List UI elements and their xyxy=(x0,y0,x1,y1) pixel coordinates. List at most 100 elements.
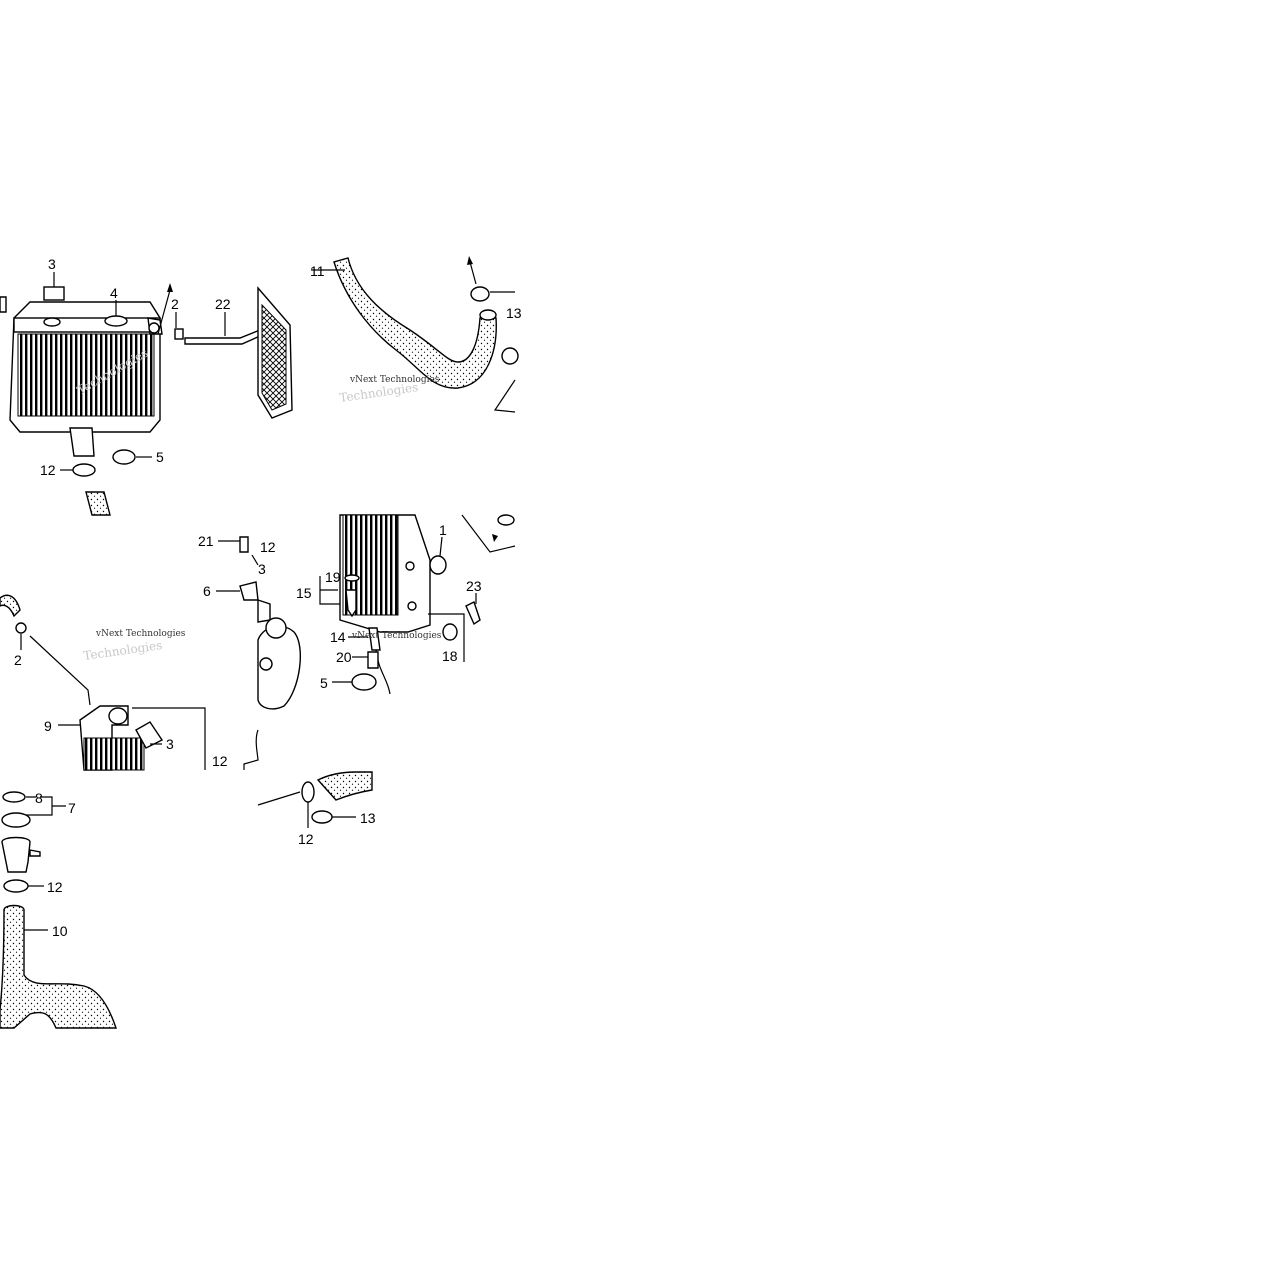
label-10: 10 xyxy=(52,923,68,939)
label-19: 19 xyxy=(325,569,341,585)
bracket-15 xyxy=(319,576,340,605)
outline-line xyxy=(132,707,206,770)
radiator-boss xyxy=(104,315,128,327)
arrow-head xyxy=(167,283,173,292)
pump-inlet xyxy=(265,617,287,639)
label-12: 12 xyxy=(40,462,56,478)
hose-end xyxy=(479,309,497,321)
label-3-center: 3 xyxy=(258,561,266,577)
lower-hose-stub xyxy=(69,427,95,457)
label-2-mid: 2 xyxy=(14,652,22,668)
bracket-right-edge xyxy=(461,514,516,553)
hose-clamp-12-top xyxy=(72,463,96,477)
label-7: 7 xyxy=(68,800,76,816)
label-12-center: 12 xyxy=(260,539,276,555)
oring-8 xyxy=(2,791,26,803)
radiator-top-tank xyxy=(13,317,161,333)
edge-part xyxy=(0,296,7,313)
side-nozzle xyxy=(108,707,128,725)
panel-water-pump: 21 12 3 6 12 xyxy=(198,533,301,770)
arrow-head-3 xyxy=(492,534,498,542)
nozzle-cap xyxy=(148,322,160,334)
arrow-head-2 xyxy=(467,256,473,265)
clip-12-center xyxy=(251,554,259,566)
line-to-clamp xyxy=(257,791,301,806)
panel-filler-cap: 8 7 12 10 xyxy=(0,790,117,1029)
label-12-c: 12 xyxy=(298,831,314,847)
rad-bolt-2 xyxy=(407,601,417,611)
rad-bolt-1 xyxy=(405,561,415,571)
panel-hose-clamps: 12 13 xyxy=(257,771,376,847)
pad-3-top xyxy=(43,286,65,301)
watermark-3: vNext Technologies xyxy=(351,631,442,641)
switch-20 xyxy=(367,651,379,669)
fitting-edge xyxy=(501,347,519,365)
arrow-line-2 xyxy=(469,261,477,285)
panel-sensors: 1 19 15 23 14 20 5 18 xyxy=(296,514,516,695)
label-5: 5 xyxy=(156,449,164,465)
grille-mesh xyxy=(261,303,287,411)
bracket-7 xyxy=(26,796,66,816)
label-13-partial: 13 xyxy=(506,305,522,321)
label-1: 1 xyxy=(439,522,447,538)
label-3-mid: 3 xyxy=(166,736,174,752)
label-12-lower: 12 xyxy=(212,753,228,769)
pump-lower xyxy=(243,729,259,770)
label-13: 13 xyxy=(360,810,376,826)
clip-2-top xyxy=(174,328,184,340)
sensor-15 xyxy=(345,589,357,618)
watermark-1: vNext Technologies xyxy=(349,375,440,385)
pad-3-mid xyxy=(135,721,164,749)
watermark-2: vNext Technologies xyxy=(95,629,186,639)
oring-19 xyxy=(344,574,360,582)
label-9: 9 xyxy=(44,718,52,734)
clamp-12-bottom xyxy=(3,879,29,893)
cap-18 xyxy=(442,623,458,641)
label-18: 18 xyxy=(442,648,458,664)
filler-neck xyxy=(43,317,61,327)
panel-radiator-side: 2 9 3 xyxy=(0,594,206,771)
label-8: 8 xyxy=(35,790,43,806)
label-3: 3 xyxy=(48,256,56,272)
hose-stub-left xyxy=(0,594,21,618)
label-11: 11 xyxy=(310,263,325,279)
label-14: 14 xyxy=(330,629,346,645)
label-12-bottom: 12 xyxy=(47,879,63,895)
grommet-1 xyxy=(429,555,447,575)
label-4: 4 xyxy=(110,285,118,301)
grommet-5-mid xyxy=(351,673,377,691)
clamp-12-center xyxy=(301,781,315,803)
arrow-line xyxy=(157,289,171,335)
clip-2-mid xyxy=(15,622,27,634)
sensor-14 xyxy=(368,627,381,651)
radiator-core-top xyxy=(17,333,155,417)
radiator-side-core xyxy=(83,737,145,771)
watermark-2b: Technologies xyxy=(82,638,163,663)
filler-nozzle xyxy=(29,849,41,857)
cap-7 xyxy=(1,812,31,828)
label-21: 21 xyxy=(198,533,214,549)
lower-hose-top xyxy=(85,491,111,516)
pipe-22 xyxy=(184,328,261,345)
breather-line xyxy=(29,635,91,706)
label-5-mid: 5 xyxy=(320,675,328,691)
fitting-right-edge xyxy=(497,514,515,526)
clamp-top-right xyxy=(470,286,490,302)
label-6: 6 xyxy=(203,583,211,599)
bracket-6 xyxy=(239,581,259,601)
hose-bottom-center xyxy=(316,771,373,801)
label-20: 20 xyxy=(336,649,352,665)
panel-radiator-top: 3 4 2 22 5 12 xyxy=(0,256,293,516)
leader-1 xyxy=(439,536,443,557)
label-15: 15 xyxy=(296,585,312,601)
bracket-18 xyxy=(428,613,465,662)
bracket-edge xyxy=(493,379,516,413)
clamp-13 xyxy=(311,810,333,824)
panel-upper-hose: 11 13 xyxy=(310,256,522,413)
bolt-23 xyxy=(465,601,481,626)
filler-neck-body xyxy=(1,836,31,873)
hose-10 xyxy=(0,904,117,1029)
label-22: 22 xyxy=(215,296,231,312)
grommet-5-top xyxy=(112,449,136,465)
